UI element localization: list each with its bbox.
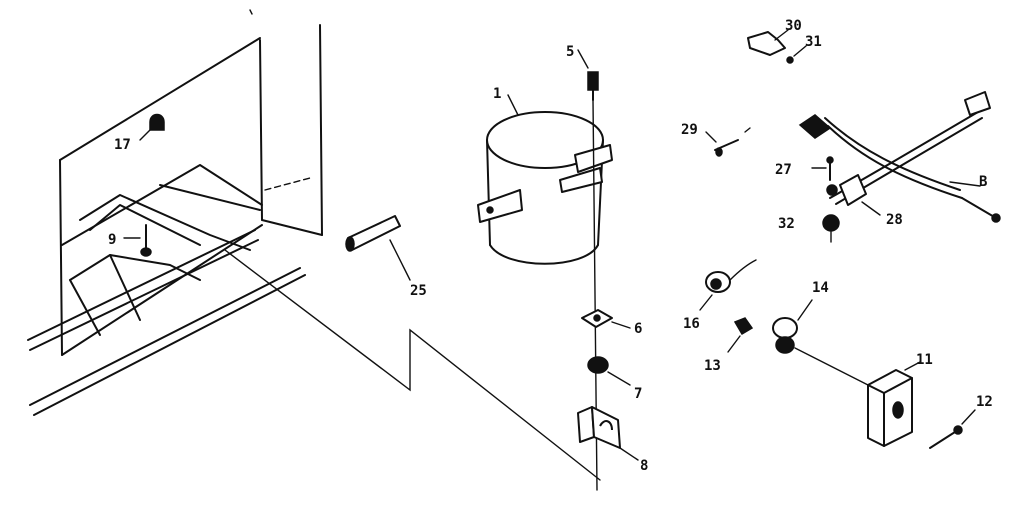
label-9: 9 — [108, 232, 116, 248]
label-28: 28 — [886, 212, 903, 228]
part-16-overload — [699, 259, 757, 311]
part-7-grommet — [587, 356, 631, 386]
part-6-washer — [581, 309, 631, 329]
part-8-clip — [577, 406, 639, 461]
label-25: 25 — [410, 283, 427, 299]
label-1: 1 — [493, 86, 501, 102]
label-8: 8 — [640, 458, 648, 474]
part-14-relay — [772, 299, 869, 386]
label-12: 12 — [976, 394, 993, 410]
part-29-screw — [705, 127, 751, 157]
label-31: 31 — [805, 34, 822, 50]
label-16: 16 — [683, 316, 700, 332]
part-12-screw — [929, 409, 976, 449]
part-28-connector — [826, 174, 881, 216]
label-17: 17 — [114, 137, 131, 153]
label-29: 29 — [681, 122, 698, 138]
part-13-clip — [727, 317, 754, 353]
tube-route-line — [224, 249, 601, 481]
label-5: 5 — [566, 44, 574, 60]
callout-labels: 1 5 6 7 8 9 11 12 13 14 16 17 25 27 28 2… — [108, 18, 993, 474]
label-14: 14 — [812, 280, 829, 296]
label-32: 32 — [778, 216, 795, 232]
part-11-cover — [867, 361, 921, 447]
part-32-grommet — [822, 214, 840, 243]
label-13: 13 — [704, 358, 721, 374]
part-27-screw — [811, 156, 834, 181]
cabinet — [27, 9, 323, 416]
part-9-screw — [123, 224, 152, 257]
part-25-tube — [345, 215, 411, 281]
part-31-screw — [786, 45, 807, 64]
label-30: 30 — [785, 18, 802, 34]
label-27: 27 — [775, 162, 792, 178]
part-17-bumper — [139, 113, 165, 141]
label-6: 6 — [634, 321, 642, 337]
part-1-compressor — [477, 94, 613, 265]
label-B: B — [979, 174, 987, 190]
part-30-bracket — [747, 29, 789, 56]
wire-harness — [798, 91, 1001, 223]
label-7: 7 — [634, 386, 642, 402]
label-11: 11 — [916, 352, 933, 368]
